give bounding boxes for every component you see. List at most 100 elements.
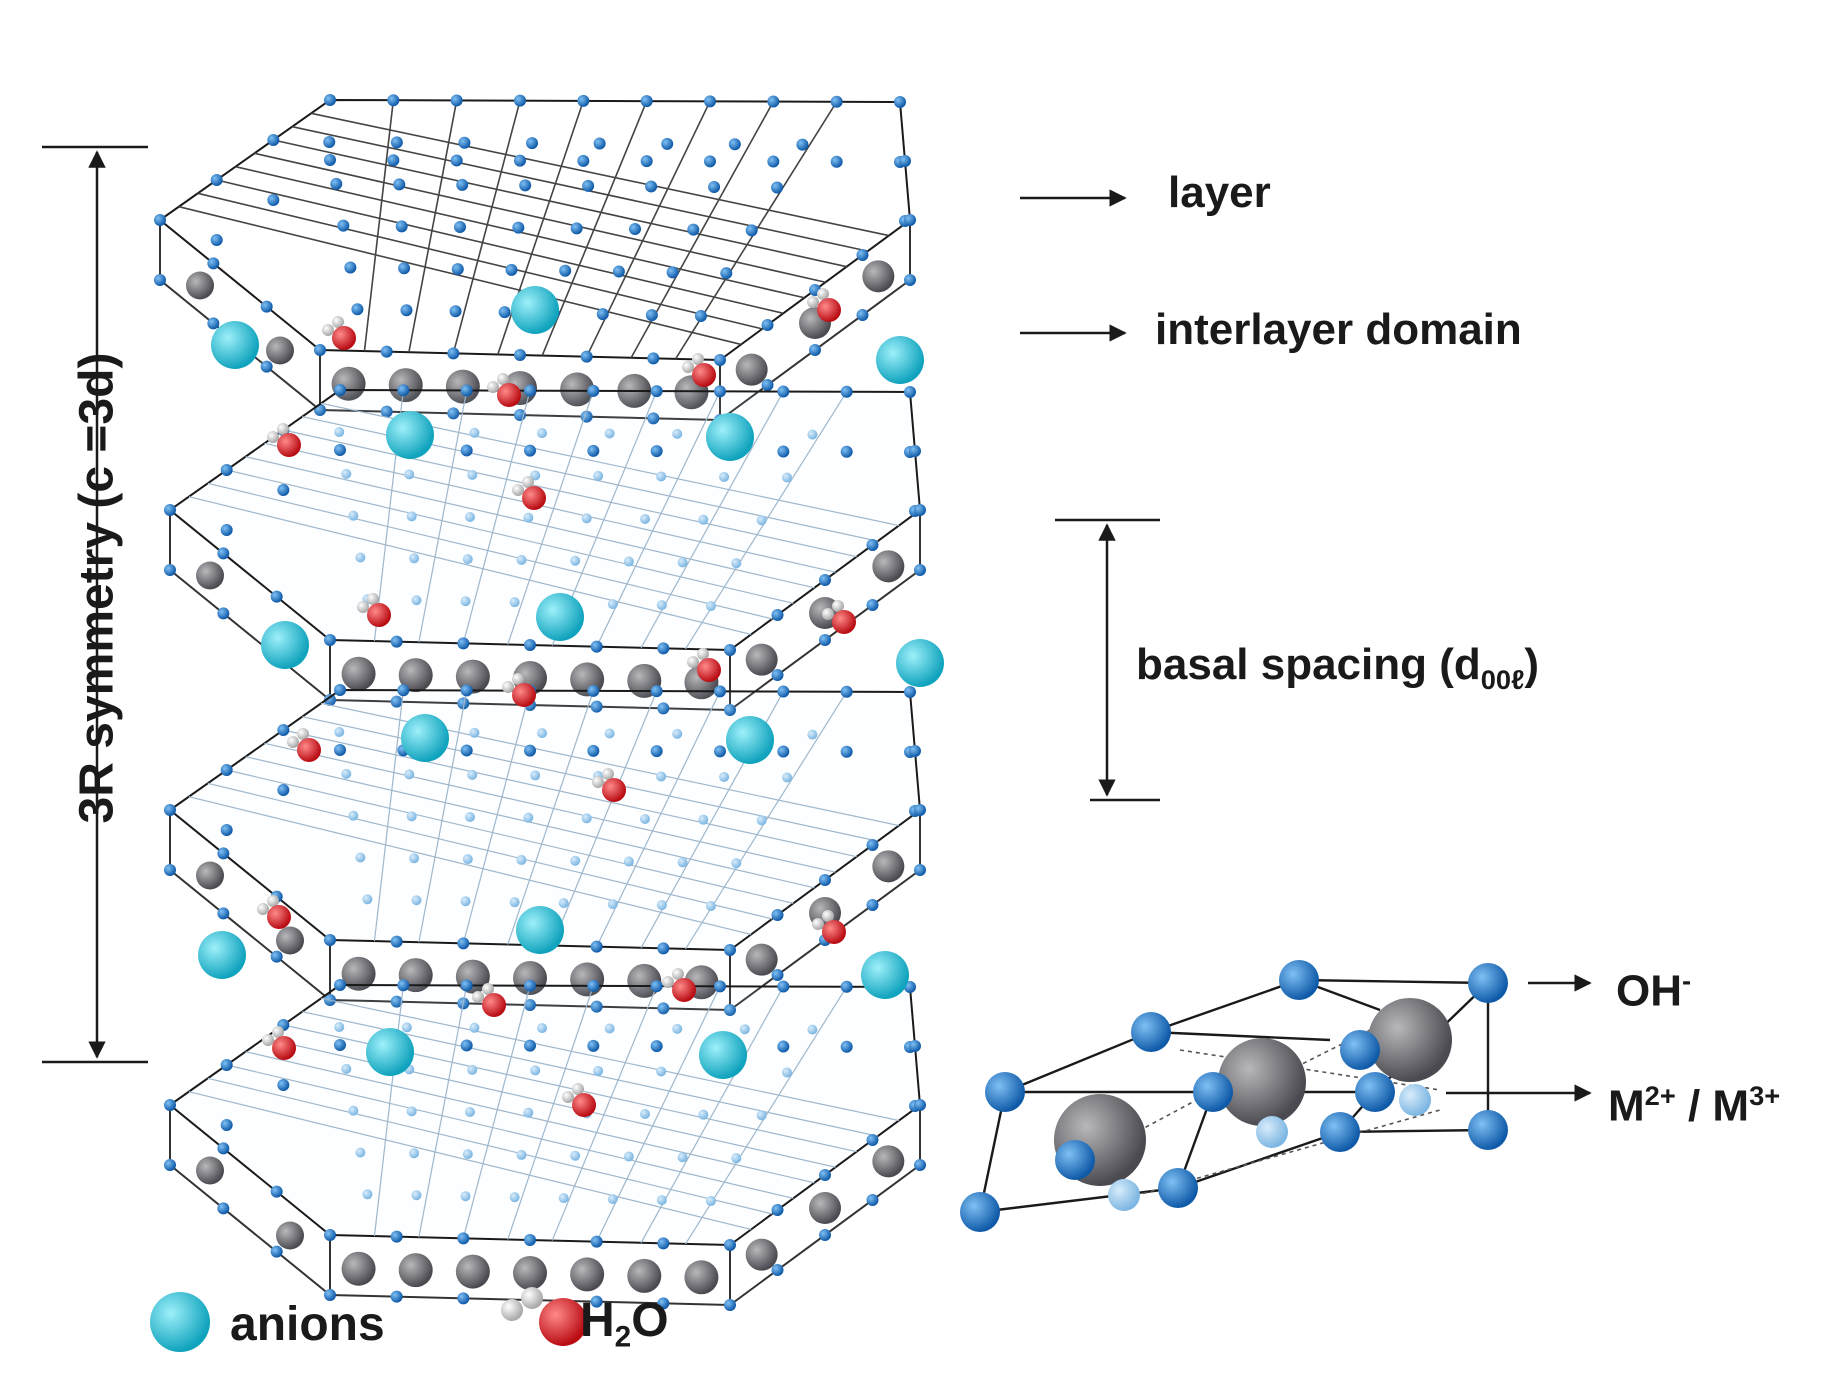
hydroxide-node <box>657 702 670 715</box>
hydroxide-node <box>830 95 843 108</box>
hydroxide-node-faint <box>404 469 415 480</box>
metal-cation <box>341 1251 376 1286</box>
hydroxide-node-faint <box>516 554 527 565</box>
hydroxide-node <box>720 267 733 280</box>
metal-cation <box>627 1258 662 1293</box>
metal-cation <box>276 1221 304 1250</box>
hydroxide-node <box>450 154 463 167</box>
hydroxide-node-faint <box>558 1193 569 1204</box>
hydroxide-node <box>777 745 790 758</box>
hydroxide-node <box>505 263 518 276</box>
m2-text: M <box>1608 1081 1645 1131</box>
hydroxide-node <box>270 1185 283 1198</box>
hydroxide-node <box>524 1039 536 1052</box>
hydroxide-node <box>819 634 831 646</box>
hydroxide-node <box>771 909 784 921</box>
hydroxide-node <box>324 1229 336 1241</box>
hydroxide-node-faint <box>604 428 615 439</box>
hydroxide-node <box>514 349 526 361</box>
hydroxide-node-faint <box>404 769 415 780</box>
hydroxide-node <box>324 934 336 946</box>
water-molecule <box>812 910 846 944</box>
hydroxide-node-faint <box>509 897 520 908</box>
hydroxide-node-faint <box>656 471 667 482</box>
hydroxide-node-large <box>1340 1030 1380 1070</box>
layer-grid-line <box>373 690 404 942</box>
hydroxide-node-faint <box>409 1148 420 1159</box>
hydroxide-node-faint <box>462 1149 473 1160</box>
metal-cation <box>735 353 768 386</box>
hydroxide-node-faint <box>640 814 650 824</box>
hydroxide-node-faint <box>362 894 373 905</box>
water-molecule <box>502 673 536 707</box>
hydroxide-node-faint <box>523 812 534 823</box>
hydroxide-node <box>217 607 230 620</box>
hydroxide-node-faint <box>530 770 541 781</box>
hydroxide-node <box>395 220 408 233</box>
hydroxide-node <box>514 154 526 167</box>
hydroxide-node <box>164 804 176 816</box>
octahedron-edge <box>1150 978 1300 1034</box>
hydroxide-node <box>387 94 400 107</box>
hydroxide-node <box>390 635 403 648</box>
hydroxide-node-large <box>1158 1168 1198 1208</box>
oh-text: OH <box>1616 966 1682 1016</box>
hydroxide-node <box>397 979 410 992</box>
layer-grid-line <box>207 782 773 920</box>
metal-cation <box>872 850 905 883</box>
hydroxide-node <box>210 234 223 246</box>
hydroxide-node <box>220 524 233 536</box>
hydroxide-node <box>587 444 600 457</box>
layer-grid-line <box>373 985 404 1237</box>
hydroxide-node <box>220 824 233 836</box>
water-molecule <box>487 373 521 407</box>
hydroxide-node <box>217 547 230 560</box>
hydroxide-node <box>524 744 536 757</box>
hydroxide-node <box>909 1040 921 1052</box>
hydroxide-node <box>694 310 707 323</box>
hydroxide-node <box>334 384 346 396</box>
layer-grid-line <box>216 179 784 315</box>
water-molecule <box>267 423 301 457</box>
hydroxide-node <box>666 266 679 279</box>
hydroxide-node <box>526 137 539 150</box>
hydroxide-node-faint <box>623 856 634 867</box>
hydroxide-node <box>856 309 869 321</box>
hydroxide-node <box>819 574 831 586</box>
layer-grid-line <box>226 769 794 904</box>
hydroxide-node <box>217 1202 230 1215</box>
hydroxide-node <box>277 784 290 796</box>
hydroxide-node <box>590 1000 603 1013</box>
hydroxide-node-faint <box>756 815 767 826</box>
hydroxide-node <box>267 194 280 206</box>
pointer-arrows <box>1020 189 1592 1102</box>
hydroxide-node <box>587 744 600 757</box>
hydroxide-node-faint <box>348 810 359 821</box>
metal-cation <box>196 561 224 590</box>
hydroxide-node <box>164 1159 176 1171</box>
layer-grid-line <box>551 690 658 946</box>
hydroxide-node-large <box>1055 1140 1095 1180</box>
hydroxide-node-faint <box>656 1066 667 1077</box>
hydroxide-node <box>840 445 853 458</box>
octahedron-edge <box>1150 1030 1331 1042</box>
layer-grid-line <box>188 1091 752 1231</box>
hydroxide-node <box>458 136 471 149</box>
hydroxide-node-hidden <box>1399 1084 1431 1116</box>
metal-cation <box>570 1257 605 1292</box>
hydroxide-node <box>687 223 700 236</box>
metal-cation <box>455 1254 490 1289</box>
hydroxide-node <box>904 386 916 398</box>
hydroxide-node-faint <box>656 600 667 611</box>
metal-cation <box>513 1256 547 1290</box>
hydroxide-node <box>704 95 716 108</box>
hydroxide-node-faint <box>640 1109 650 1119</box>
basal-spacing-dimension <box>1055 518 1160 802</box>
hydroxide-node <box>612 265 625 278</box>
hydroxide-node-faint <box>807 1024 818 1035</box>
hydroxide-node-faint <box>656 1195 667 1206</box>
hydroxide-node <box>724 1299 736 1311</box>
metal-cation <box>745 1238 778 1271</box>
layer-grid-line <box>264 742 836 873</box>
hydroxide-node <box>270 950 283 963</box>
